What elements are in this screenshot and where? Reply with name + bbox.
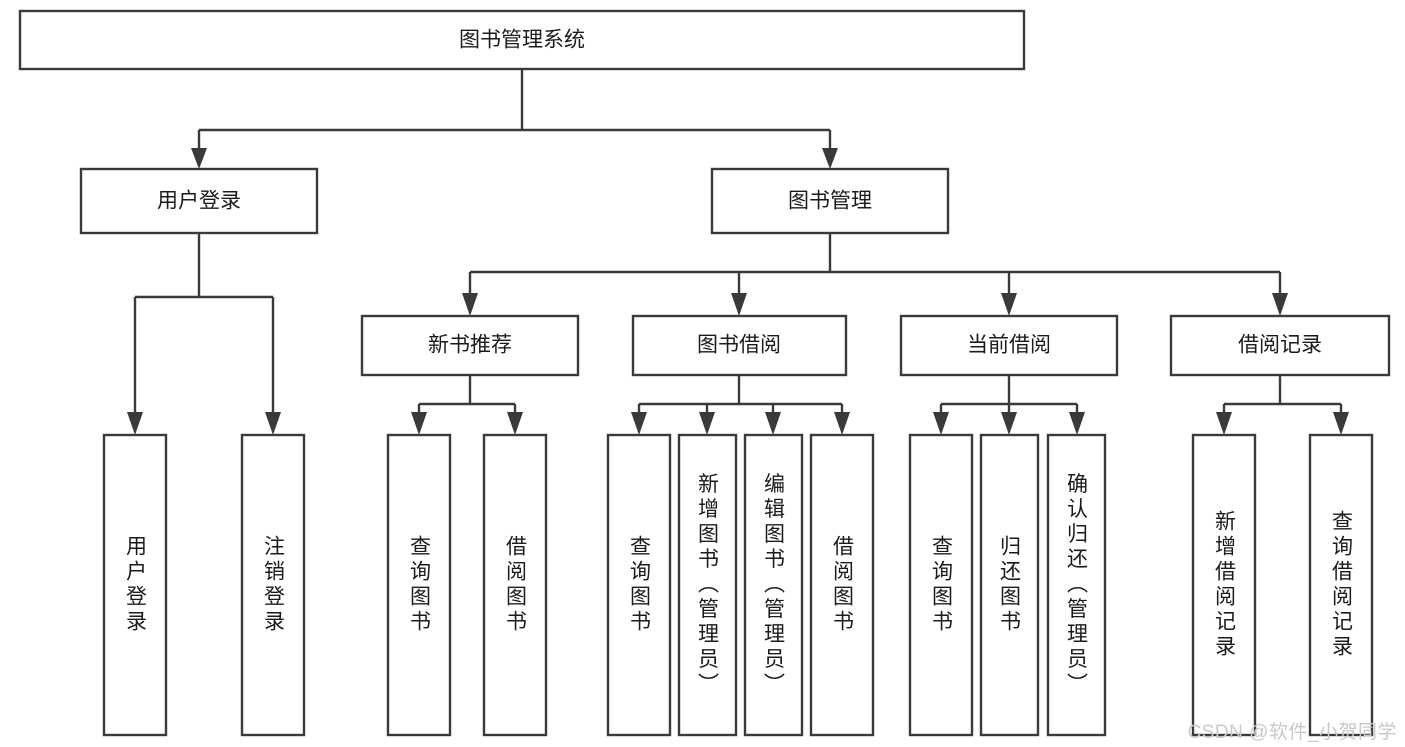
leaf-query-book-2[interactable]: 查询图书: [606, 433, 672, 737]
node-borrow-record-box[interactable]: [1169, 314, 1391, 377]
node-current-borrow-box[interactable]: [899, 314, 1119, 377]
node-new-book-recommend-label: 新书推荐: [428, 334, 512, 357]
arrow-head-icon: [1069, 412, 1085, 435]
arrow-head-icon: [191, 148, 207, 169]
leaf-confirm-return-box[interactable]: [1046, 433, 1107, 737]
leaf-edit-book[interactable]: 编辑图书（管理员）: [743, 433, 804, 737]
arrow-head-icon: [411, 412, 427, 435]
node-borrow-record[interactable]: 借阅记录: [1169, 314, 1391, 377]
arrow-head-icon: [462, 293, 478, 316]
leaf-user-login[interactable]: 用户登录: [102, 433, 168, 737]
arrow-head-icon: [631, 412, 647, 435]
leaf-edit-book-box[interactable]: [743, 433, 804, 737]
leaf-edit-book-label: 编辑图书（管理员）: [762, 473, 786, 698]
node-book-borrow[interactable]: 图书借阅: [631, 314, 848, 377]
leaf-query-book-3-box[interactable]: [908, 433, 974, 737]
node-user-login-label: 用户登录: [157, 190, 241, 213]
leaf-add-book-box[interactable]: [677, 433, 738, 737]
node-new-book-recommend-box[interactable]: [360, 314, 580, 377]
leaf-user-login-box[interactable]: [102, 433, 168, 737]
leaf-borrow-book-2-label: 借阅图书: [831, 535, 855, 635]
leaf-query-book-1[interactable]: 查询图书: [386, 433, 452, 737]
arrow-head-icon: [265, 412, 281, 435]
leaf-query-book-3-label: 查询图书: [930, 535, 954, 635]
leaf-add-record[interactable]: 新增借阅记录: [1191, 433, 1257, 737]
leaf-query-book-3[interactable]: 查询图书: [908, 433, 974, 737]
arrow-head-icon: [731, 293, 747, 316]
node-new-book-recommend[interactable]: 新书推荐: [360, 314, 580, 377]
arrow-head-icon: [1001, 293, 1017, 316]
leaf-query-record[interactable]: 查询借阅记录: [1308, 433, 1374, 737]
leaf-logout-login[interactable]: 注销登录: [240, 433, 306, 737]
arrow-head-icon: [822, 148, 838, 169]
node-title-label: 图书管理系统: [459, 29, 585, 52]
leaf-query-record-box[interactable]: [1308, 433, 1374, 737]
leaf-borrow-book-1[interactable]: 借阅图书: [482, 433, 548, 737]
leaf-borrow-book-1-label: 借阅图书: [504, 535, 528, 635]
arrow-head-icon: [1001, 412, 1017, 435]
node-user-login[interactable]: 用户登录: [79, 167, 319, 235]
arrow-head-icon: [1216, 412, 1232, 435]
node-borrow-record-label: 借阅记录: [1238, 334, 1322, 357]
leaf-logout-login-label: 注销登录: [262, 535, 286, 635]
leaf-borrow-book-1-box[interactable]: [482, 433, 548, 737]
arrow-head-icon: [765, 412, 781, 435]
node-book-management[interactable]: 图书管理: [710, 167, 950, 235]
node-current-borrow[interactable]: 当前借阅: [899, 314, 1119, 377]
leaf-confirm-return[interactable]: 确认归还（管理员）: [1046, 433, 1107, 737]
leaf-add-record-box[interactable]: [1191, 433, 1257, 737]
leaf-add-book-label: 新增图书（管理员）: [696, 473, 720, 698]
node-book-borrow-box[interactable]: [631, 314, 848, 377]
leaf-add-record-label: 新增借阅记录: [1213, 510, 1237, 660]
arrow-head-icon: [933, 412, 949, 435]
leaf-query-book-1-box[interactable]: [386, 433, 452, 737]
leaf-query-record-label: 查询借阅记录: [1330, 510, 1354, 660]
connector-layer: [127, 69, 1349, 435]
leaf-user-login-label: 用户登录: [124, 535, 148, 635]
node-book-borrow-label: 图书借阅: [697, 334, 781, 357]
arrow-head-icon: [1333, 412, 1349, 435]
arrow-head-icon: [127, 412, 143, 435]
leaf-return-book-label: 归还图书: [998, 535, 1022, 635]
node-title-box[interactable]: [18, 9, 1026, 71]
leaf-query-book-2-label: 查询图书: [628, 535, 652, 635]
node-title[interactable]: 图书管理系统: [18, 9, 1026, 71]
leaf-query-book-1-label: 查询图书: [408, 535, 432, 635]
leaf-confirm-return-label: 确认归还（管理员）: [1065, 473, 1089, 698]
arrow-head-icon: [834, 412, 850, 435]
leaf-logout-login-box[interactable]: [240, 433, 306, 737]
arrow-head-icon: [699, 412, 715, 435]
node-current-borrow-label: 当前借阅: [967, 334, 1051, 357]
leaf-borrow-book-2[interactable]: 借阅图书: [809, 433, 875, 737]
arrow-head-icon: [507, 412, 523, 435]
leaf-borrow-book-2-box[interactable]: [809, 433, 875, 737]
leaf-return-book-box[interactable]: [979, 433, 1040, 737]
leaf-add-book[interactable]: 新增图书（管理员）: [677, 433, 738, 737]
leaf-return-book[interactable]: 归还图书: [979, 433, 1040, 737]
leaf-query-book-2-box[interactable]: [606, 433, 672, 737]
node-book-management-box[interactable]: [710, 167, 950, 235]
node-user-login-box[interactable]: [79, 167, 319, 235]
node-book-management-label: 图书管理: [788, 190, 872, 213]
arrow-head-icon: [1272, 293, 1288, 316]
